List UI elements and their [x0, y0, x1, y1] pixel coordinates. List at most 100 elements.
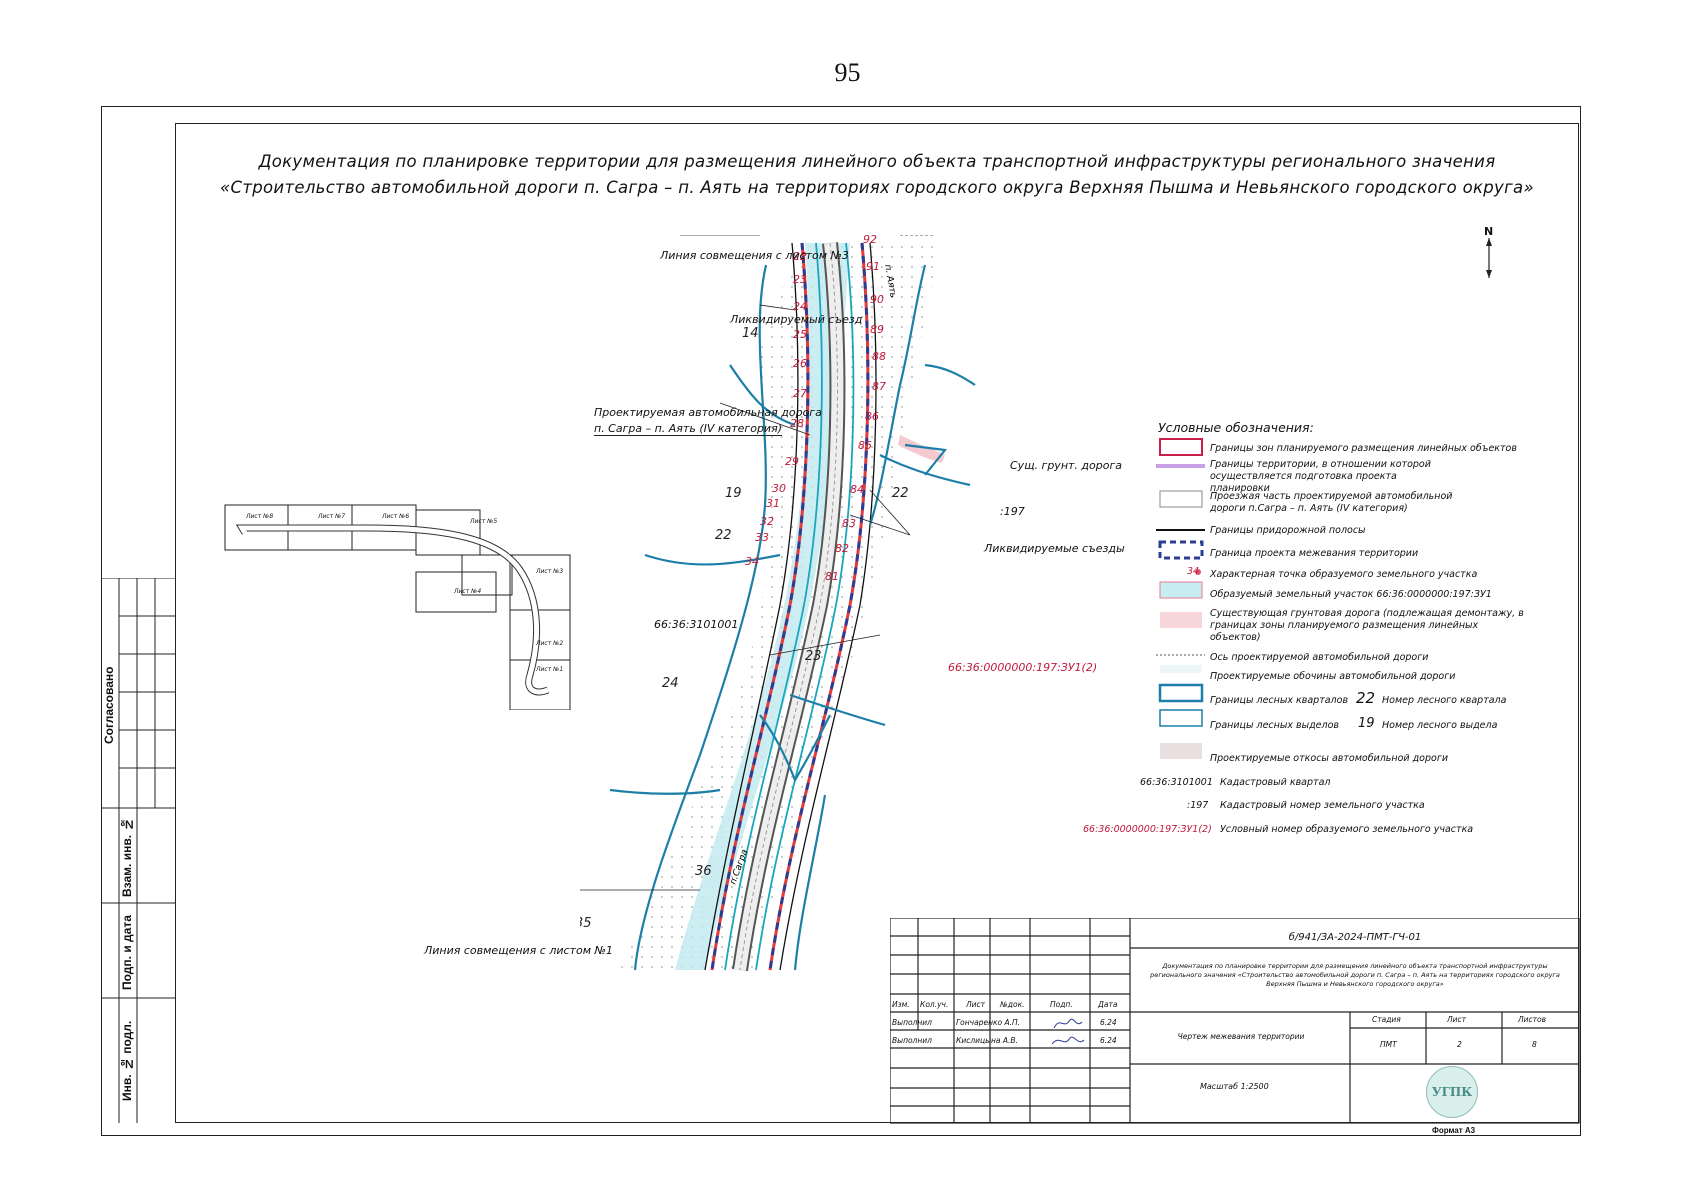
key-sheet-6: Лист №6: [382, 513, 410, 520]
page-number: 95: [834, 58, 861, 87]
format-label: Формат А3: [1432, 1126, 1476, 1135]
legend-item-territory: Границы территории, в отношении которой …: [1210, 459, 1431, 494]
key-sheet-1: Лист №1: [536, 666, 564, 673]
sign-date-label: Подп. и дата: [120, 915, 134, 990]
point-85: 85: [858, 439, 872, 452]
point-87: 87: [872, 380, 886, 393]
combine-line-sheet1: Линия совмещения с листом №1: [424, 944, 613, 957]
point-30: 30: [772, 482, 786, 495]
forest-num-23: 23: [805, 649, 822, 664]
point-81: 81: [825, 570, 839, 583]
point-28: 28: [790, 417, 804, 430]
north-arrow-icon: [1486, 238, 1492, 278]
point-33: 33: [755, 531, 769, 544]
key-map: [224, 504, 571, 710]
signature-icon: [1051, 1018, 1085, 1045]
stamp-row1-name: Гончаренко А.П.: [956, 1018, 1021, 1027]
stamp-description: Документация по планировке территории дл…: [1150, 962, 1560, 988]
stamp-hdr-doc: №док.: [1000, 1000, 1025, 1009]
stamp-grid: [890, 918, 1580, 1124]
stamp-row1-role: Выполнил: [892, 1018, 932, 1027]
legend-vydel-sample: 19: [1358, 716, 1375, 731]
north-label: N: [1484, 225, 1494, 238]
stamp-hdr-kol: Кол.уч.: [920, 1000, 949, 1009]
legend-item-vydel-num: Номер лесного выдела: [1382, 720, 1498, 731]
road-label-2: п. Сагра – п. Аять (IV категория): [594, 422, 782, 436]
point-25: 25: [793, 328, 807, 341]
legend-item-shoulders: Проектируемые обочины автомобильной доро…: [1210, 671, 1456, 682]
point-89: 89: [870, 323, 884, 336]
legend-cad-quarter-sample: 66:36:3101001: [1140, 777, 1213, 788]
stamp-row1-date: 6.24: [1100, 1018, 1117, 1027]
legend-item-slopes: Проектируемые откосы автомобильной дорог…: [1210, 753, 1449, 764]
forest-num-24: 24: [662, 676, 679, 691]
stamp-stage: ПМТ: [1380, 1040, 1397, 1049]
dirt-road-label: Сущ. грунт. дорога: [1010, 459, 1122, 472]
point-88: 88: [872, 350, 886, 363]
road-label-1: Проектируемая автомобильная дорога: [594, 406, 822, 419]
legend-item-forest-quarters: Границы лесных кварталов: [1210, 695, 1349, 706]
stamp-drawing-name: Чертеж межевания территории: [1177, 1032, 1305, 1041]
stamp-row2-date: 6.24: [1100, 1036, 1117, 1045]
point-84: 84: [850, 483, 864, 496]
cond-num-label: 66:36:0000000:197:ЗУ1(2): [948, 661, 1098, 674]
point-82: 82: [835, 542, 849, 555]
inv-orig-label: Инв. № подл.: [120, 1020, 134, 1102]
point-31: 31: [766, 497, 780, 510]
forest-num-19: 19: [725, 486, 742, 501]
forest-num-22a: 22: [715, 528, 732, 543]
legend-item-carriageway: Проезжая часть проектируемой автомобильн…: [1210, 491, 1453, 514]
point-29: 29: [785, 455, 799, 468]
key-sheet-8: Лист №8: [246, 513, 274, 520]
stamp-sheet-header: Лист: [1447, 1015, 1467, 1024]
stamp-code: б/941/ЗА-2024-ПМТ-ГЧ-01: [1288, 932, 1422, 943]
combine-line-sheet3: Линия совмещения с листом №3: [660, 249, 849, 262]
legend-item-quarter-num: Номер лесного квартала: [1382, 695, 1507, 706]
legend-item-axis: Ось проектируемой автомобильной дороги: [1210, 652, 1429, 663]
legend-item-dirt-road: Существующая грунтовая дорога (подлежаща…: [1210, 608, 1524, 643]
liquidated-exit-label: Ликвидируемый съезд: [730, 313, 863, 326]
point-90: 90: [870, 293, 884, 306]
legend-symbols: [1156, 438, 1205, 759]
point-27: 27: [793, 387, 807, 400]
title-line-1: Документация по планировке территории дл…: [258, 152, 1496, 171]
point-23: 23: [793, 273, 807, 286]
point-32: 32: [760, 515, 774, 528]
legend-quarter-sample: 22: [1356, 689, 1376, 707]
forest-num-14: 14: [742, 326, 759, 341]
legend-item-cond-num: Условный номер образуемого земельного уч…: [1220, 824, 1474, 835]
legend-cad-num-sample: :197: [1187, 800, 1209, 811]
legend-point-sample: 34: [1187, 566, 1200, 577]
stamp-hdr-date: Дата: [1098, 1000, 1118, 1009]
outer-frame: [101, 106, 1581, 1136]
legend-item-plot: Образуемый земельный участок 66:36:00000…: [1210, 589, 1492, 600]
legend-item-cad-num: Кадастровый номер земельного участка: [1220, 800, 1425, 811]
key-sheet-4: Лист №4: [454, 588, 482, 595]
stamp-sheets-header: Листов: [1518, 1015, 1547, 1024]
legend-item-roadside: Границы придорожной полосы: [1210, 525, 1366, 536]
stamp-stage-header: Стадия: [1372, 1015, 1401, 1024]
stamp-scale: Масштаб 1:2500: [1200, 1082, 1269, 1091]
side-strip: [101, 578, 176, 1123]
key-sheet-2: Лист №2: [536, 640, 564, 647]
stamp-hdr-izm: Изм.: [892, 1000, 910, 1009]
stamp-sheet: 2: [1457, 1040, 1462, 1049]
point-22: 22: [793, 250, 807, 263]
map-drawing: 22 23 24 25 26 27 28 29 30 31 32 33 34 9…: [580, 235, 976, 972]
cad-quarter-label: 66:36:3101001: [654, 618, 739, 631]
stamp-sheets: 8: [1532, 1040, 1537, 1049]
point-24: 24: [793, 300, 807, 313]
stamp-hdr-list: Лист: [966, 1000, 986, 1009]
cad-num-label: :197: [1000, 505, 1025, 518]
point-83: 83: [842, 517, 856, 530]
legend-item-mezhevanie: Граница проекта межевания территории: [1210, 548, 1419, 559]
point-92: 92: [863, 235, 877, 246]
key-sheet-5: Лист №5: [470, 518, 498, 525]
stamp-hdr-sign: Подп.: [1050, 1000, 1073, 1009]
liquidated-exits-label: Ликвидируемые съезды: [984, 542, 1125, 555]
forest-num-35: 35: [580, 916, 592, 931]
company-logo: УГПК: [1426, 1066, 1478, 1118]
legend-item-cad-quarter: Кадастровый квартал: [1220, 777, 1331, 788]
key-sheet-3: Лист №3: [536, 568, 564, 575]
point-26: 26: [793, 357, 807, 370]
